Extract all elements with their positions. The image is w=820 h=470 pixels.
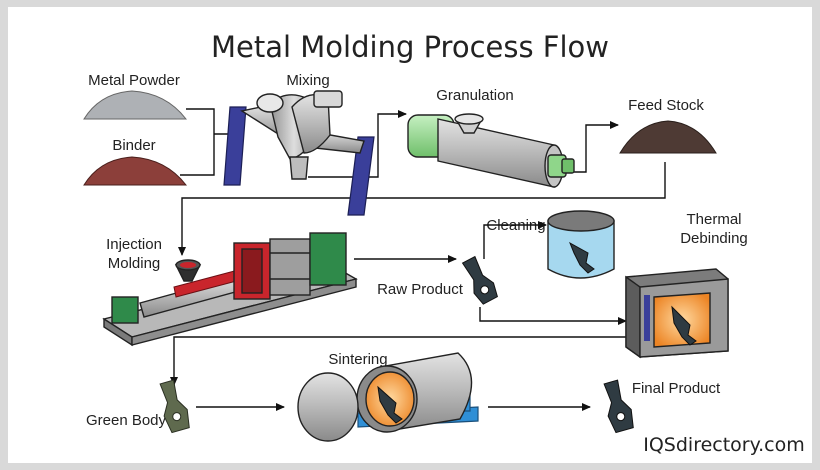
label-green-body: Green Body: [86, 412, 167, 429]
label-sintering: Sintering: [328, 351, 387, 368]
green-body-part: [159, 379, 190, 434]
process-flow-diagram: Metal Molding Process Flow Metal Powder …: [83, 30, 805, 456]
label-binder: Binder: [112, 137, 155, 154]
metal-powder-pile: [83, 90, 188, 120]
label-debinding: Debinding: [680, 230, 748, 247]
label-raw-product: Raw Product: [377, 281, 464, 298]
arrow-to-injection: [178, 162, 666, 256]
label-molding: Molding: [108, 255, 161, 272]
arrow-to-granulation: [308, 110, 407, 178]
debinding-furnace: [625, 268, 729, 359]
label-feed-stock: Feed Stock: [628, 97, 704, 114]
mixer-machine: [223, 90, 375, 216]
label-metal-powder: Metal Powder: [88, 72, 180, 89]
part-in-tank: [569, 241, 595, 274]
part-in-sintering: [377, 385, 403, 424]
sintering-furnace: [297, 352, 479, 442]
label-granulation: Granulation: [436, 87, 514, 104]
diagram-frame: Metal Molding Process Flow Metal Powder …: [8, 7, 812, 463]
cleaning-tank: [547, 210, 615, 279]
feed-stock-pile: [619, 120, 717, 154]
label-final-product: Final Product: [632, 380, 721, 397]
binder-pile: [83, 156, 188, 186]
brand-watermark: IQSdirectory.com: [643, 434, 805, 456]
raw-product-part: [461, 255, 498, 305]
page-title: Metal Molding Process Flow: [211, 30, 609, 64]
injection-molding-machine: [102, 232, 358, 347]
arrow-to-green-body: [170, 336, 676, 386]
granulator-machine: [407, 113, 575, 188]
label-injection: Injection: [106, 236, 162, 253]
part-in-furnace: [671, 305, 697, 346]
arrow-powder-binder-join: [180, 108, 215, 176]
arrow-to-cleaning: [483, 221, 547, 259]
arrow-to-feed-stock: [568, 121, 619, 173]
label-thermal: Thermal: [686, 211, 741, 228]
arrow-to-debinding: [479, 307, 627, 325]
sintering-door: [297, 372, 359, 442]
label-mixing: Mixing: [286, 72, 329, 89]
flow-arrows: [170, 108, 676, 411]
final-product-part: [603, 379, 634, 434]
